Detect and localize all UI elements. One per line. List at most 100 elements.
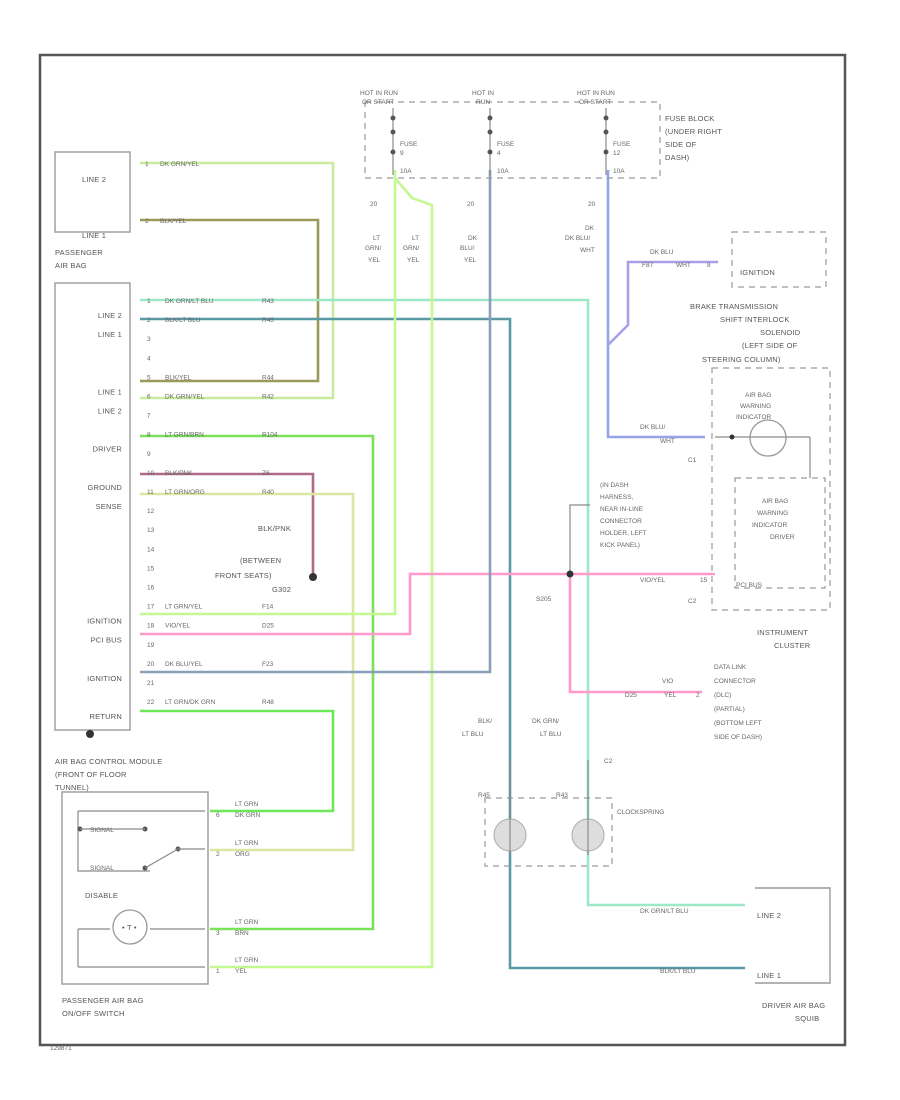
svg-text:ON/OFF SWITCH: ON/OFF SWITCH <box>62 1009 125 1018</box>
svg-text:SHIFT INTERLOCK: SHIFT INTERLOCK <box>720 315 790 324</box>
svg-text:DASH): DASH) <box>665 153 690 162</box>
svg-text:STEERING COLUMN): STEERING COLUMN) <box>702 355 781 364</box>
svg-text:DK: DK <box>468 235 478 242</box>
svg-text:BLK/: BLK/ <box>478 718 492 725</box>
switch-wire-pin: 1 <box>216 968 220 975</box>
wire-acm-ground <box>140 472 315 577</box>
svg-text:SIGNAL: SIGNAL <box>90 865 114 872</box>
switch-wire-pin: 6 <box>216 812 220 819</box>
clockspring: CLOCKSPRING BLK/ LT BLU DK GRN/ LT BLU C… <box>462 718 664 867</box>
pin-number: 1 <box>147 298 151 305</box>
pin-function: IGNITION <box>87 674 122 683</box>
switch-wire-bot: DK GRN <box>235 812 261 819</box>
svg-text:1: 1 <box>145 161 149 168</box>
svg-text:SIDE OF: SIDE OF <box>665 140 697 149</box>
svg-text:DK GRN/YEL: DK GRN/YEL <box>160 161 200 168</box>
data-link-connector: VIO D25 YEL 2 DATA LINK CONNECTOR (DLC) … <box>625 664 762 741</box>
pin-number: 8 <box>147 432 151 439</box>
svg-text:AIR BAG: AIR BAG <box>762 498 788 505</box>
switch-wire-bot: YEL <box>235 968 248 975</box>
svg-text:R43: R43 <box>556 792 568 799</box>
acm-pin-21: 21 <box>147 680 155 687</box>
svg-text:10A: 10A <box>613 168 625 175</box>
pin-wire-color: DK BLU/YEL <box>165 661 203 668</box>
driver-airbag-squib: LINE 2 LINE 1 DK GRN/LT BLU BLK/LT BLU D… <box>640 887 831 1023</box>
wire-ignition-bts <box>607 260 718 346</box>
pin-circuit: R104 <box>262 432 278 439</box>
acm-pin-9: 9 <box>147 451 151 458</box>
svg-text:SQUIB: SQUIB <box>795 1014 819 1023</box>
svg-text:LT: LT <box>373 235 380 242</box>
svg-text:INDICATOR: INDICATOR <box>752 522 787 529</box>
pin-number: 19 <box>147 642 155 649</box>
pin-wire-color: BLK/YEL <box>165 374 192 381</box>
disable-lamp-icon <box>112 909 148 945</box>
svg-text:YEL: YEL <box>664 692 677 699</box>
dab-line1-label: LINE 1 <box>757 971 781 980</box>
pin-wire-color: DK GRN/LT BLU <box>165 298 214 305</box>
hot-label-1b: OR START <box>362 99 394 106</box>
svg-text:DK BLU/: DK BLU/ <box>565 235 590 242</box>
svg-text:WHT: WHT <box>676 262 691 269</box>
pin-number: 6 <box>147 394 151 401</box>
fuse-9: FUSE 9 10A <box>390 108 418 175</box>
pin-circuit: F14 <box>262 604 274 611</box>
hot-label-3b: OR START <box>579 99 611 106</box>
svg-text:10A: 10A <box>497 168 509 175</box>
acm-pin-12: 12 <box>147 508 155 515</box>
svg-text:NEAR IN-LINE: NEAR IN-LINE <box>600 506 644 513</box>
wire-switch-yel <box>210 177 434 969</box>
pin-wire-color: DK GRN/YEL <box>165 394 205 401</box>
pin-number: 9 <box>147 451 151 458</box>
pin-number: 21 <box>147 680 155 687</box>
acm-pin-15: 15 <box>147 565 155 572</box>
pin-number: 2 <box>147 317 151 324</box>
svg-text:DK BLU: DK BLU <box>650 249 674 256</box>
svg-text:LT BLU: LT BLU <box>540 731 562 738</box>
wire-acm-driver <box>140 434 375 931</box>
hot-label-1: HOT IN RUN <box>360 90 398 97</box>
svg-text:(UNDER RIGHT: (UNDER RIGHT <box>665 127 722 136</box>
pin-number: 15 <box>147 565 155 572</box>
wire-pab-line2 <box>140 161 335 400</box>
svg-text:2: 2 <box>145 218 149 225</box>
diagram-id: 129871 <box>50 1045 72 1052</box>
svg-text:GRN/: GRN/ <box>365 245 381 252</box>
wire-acm-ignition1 <box>140 170 397 616</box>
acm-pin-13: 13 <box>147 527 155 534</box>
hot-label-3: HOT IN RUN <box>577 90 615 97</box>
clockspring-label: CLOCKSPRING <box>617 809 664 816</box>
wire-acm-line1 <box>140 317 745 970</box>
svg-text:WHT: WHT <box>660 438 675 445</box>
svg-text:(BETWEEN: (BETWEEN <box>240 556 281 565</box>
svg-text:DK GRN/: DK GRN/ <box>532 718 559 725</box>
svg-text:WARNING: WARNING <box>740 403 771 410</box>
pin-number: 7 <box>147 413 151 420</box>
pin-number: 5 <box>147 374 151 381</box>
svg-text:9: 9 <box>400 150 404 157</box>
svg-text:(IN DASH: (IN DASH <box>600 482 629 489</box>
svg-text:CONNECTOR: CONNECTOR <box>714 678 756 685</box>
pin-circuit: F23 <box>262 661 274 668</box>
svg-text:BLK/LT BLU: BLK/LT BLU <box>660 968 696 975</box>
pin-circuit: R40 <box>262 489 274 496</box>
svg-text:(FRONT OF FLOOR: (FRONT OF FLOOR <box>55 770 127 779</box>
pin-number: 4 <box>147 355 151 362</box>
dab-title: DRIVER AIR BAG <box>762 1001 825 1010</box>
wire-pci-bus <box>140 572 715 636</box>
svg-text:10A: 10A <box>400 168 412 175</box>
ignition-label: IGNITION <box>740 268 775 277</box>
svg-text:C2: C2 <box>688 598 697 605</box>
wires <box>140 161 745 970</box>
pin-number: 22 <box>147 699 155 706</box>
wire-acm-line2 <box>140 298 745 907</box>
svg-text:KICK PANEL): KICK PANEL) <box>600 542 640 549</box>
svg-text:BLU/: BLU/ <box>460 245 475 252</box>
svg-text:R45: R45 <box>478 792 490 799</box>
